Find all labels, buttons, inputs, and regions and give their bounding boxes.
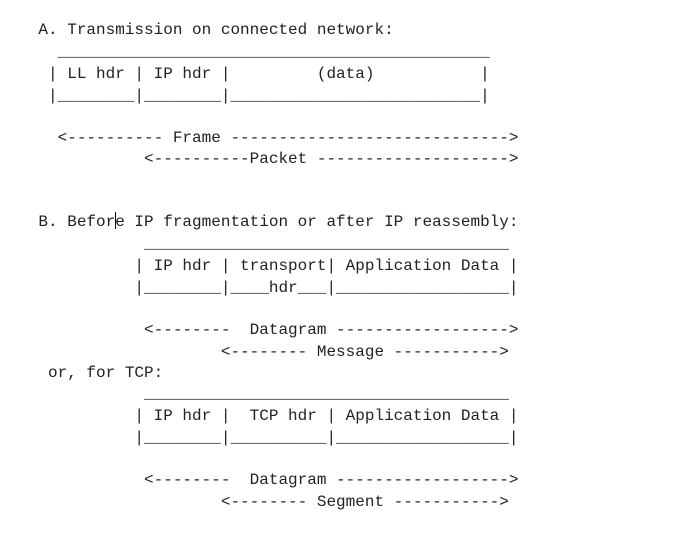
tcp-datagram-arrow: <-------- Datagram ------------------> [0,471,519,489]
section-a-header-row: | LL hdr | IP hdr | (data) | [0,65,490,83]
section-a-heading: A. Transmission on connected network: [0,21,394,39]
tcp-header-row: | IP hdr | TCP hdr | Application Data | [0,407,519,425]
or-for-tcp-label: or, for TCP: [0,364,164,382]
segment-arrow: <-------- Segment -----------> [0,493,509,511]
text-cursor [114,212,116,229]
packet-arrow: <----------Packet --------------------> [0,150,519,168]
section-a-top-border: ________________________________________… [0,43,490,61]
udp-header-row: | IP hdr | transport| Application Data | [0,257,519,275]
udp-top-border: ______________________________________ [0,235,509,253]
tcp-bottom-border: |________|__________|__________________| [0,429,519,447]
udp-datagram-arrow: <-------- Datagram ------------------> [0,321,519,339]
message-arrow: <-------- Message -----------> [0,343,509,361]
frame-arrow: <---------- Frame ----------------------… [0,129,519,147]
section-b-heading: B. Before IP fragmentation or after IP r… [0,211,518,233]
section-b-heading-part1: B. Befor [0,213,116,231]
section-b-heading-part2: e IP fragmentation or after IP reassembl… [115,213,519,231]
section-a-bottom-border: |________|________|_____________________… [0,87,490,105]
udp-bottom-border: |________|____hdr___|__________________| [0,279,519,297]
tcp-top-border: ______________________________________ [0,385,509,403]
